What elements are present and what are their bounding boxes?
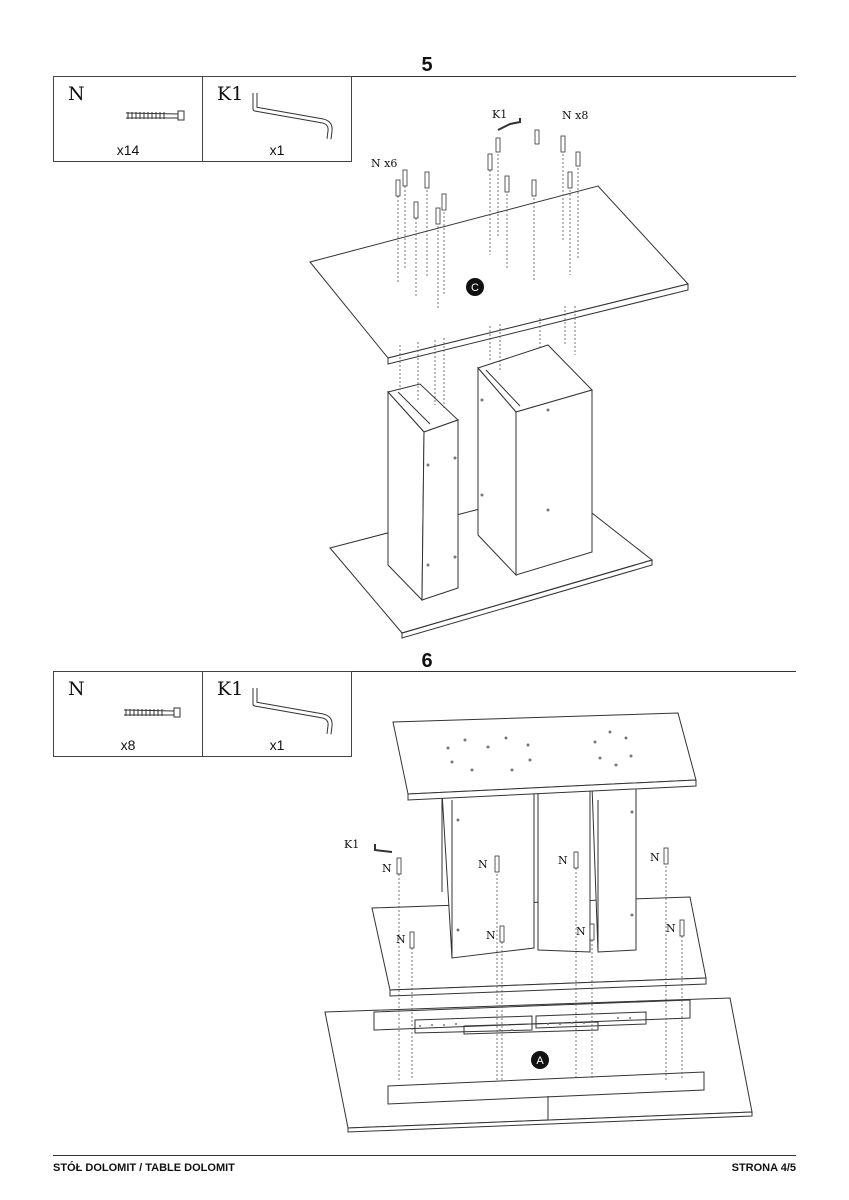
part-cell-k1: K1 x1 [202, 672, 351, 756]
part-code: K1 [217, 678, 244, 700]
step-6-number: 6 [421, 650, 433, 672]
screw-icon [125, 110, 185, 121]
part-qty: x1 [269, 142, 285, 158]
step-5-number: 5 [421, 54, 433, 76]
callout-k1: K1 [492, 108, 507, 121]
part-cell-n: N x14 [54, 77, 202, 161]
step-5-parts-table: N x14 K1 x1 [53, 76, 352, 162]
step-6-diagram: K1 N N N N N N N N A [324, 712, 753, 1133]
footer: STÓŁ DOLOMIT / TABLE DOLOMIT STRONA 4/5 [53, 1162, 796, 1174]
part-code: K1 [217, 83, 244, 105]
callout-k1: K1 [344, 838, 359, 851]
hex-key-icon [252, 93, 333, 140]
screw-icon [123, 707, 181, 718]
callout-n: N [666, 922, 676, 935]
part-cell-k1: K1 x1 [202, 77, 351, 161]
part-cell-n: N x8 [54, 672, 202, 756]
callout-n: N [486, 929, 496, 942]
part-code: N [68, 83, 85, 105]
callout-n-x8: N x8 [562, 109, 588, 122]
part-marker-c [466, 278, 484, 296]
part-marker-a [531, 1051, 549, 1069]
footer-rule [53, 1155, 796, 1156]
step-5-diagram: K1 N x8 N x6 C [309, 108, 689, 639]
callout-n-x6: N x6 [371, 157, 397, 170]
step-5-rule [53, 76, 796, 77]
part-qty: x1 [269, 737, 285, 753]
part-code: N [68, 678, 85, 700]
callout-n: N [650, 851, 660, 864]
part-qty: x14 [116, 142, 140, 158]
step-6-rule [53, 671, 796, 672]
footer-page-number: STRONA 4/5 [731, 1162, 796, 1174]
part-marker-a-label: A [536, 1055, 544, 1067]
callout-n: N [478, 858, 488, 871]
callout-n: N [558, 854, 568, 867]
hex-key-icon [252, 688, 333, 735]
callout-n: N [576, 925, 586, 938]
callout-n: N [396, 933, 406, 946]
footer-title: STÓŁ DOLOMIT / TABLE DOLOMIT [53, 1162, 235, 1174]
callout-n: N [382, 862, 392, 875]
step-6-parts-table: N x8 K1 x1 [53, 671, 352, 757]
part-qty: x8 [120, 737, 136, 753]
part-marker-c-label: C [471, 282, 479, 294]
